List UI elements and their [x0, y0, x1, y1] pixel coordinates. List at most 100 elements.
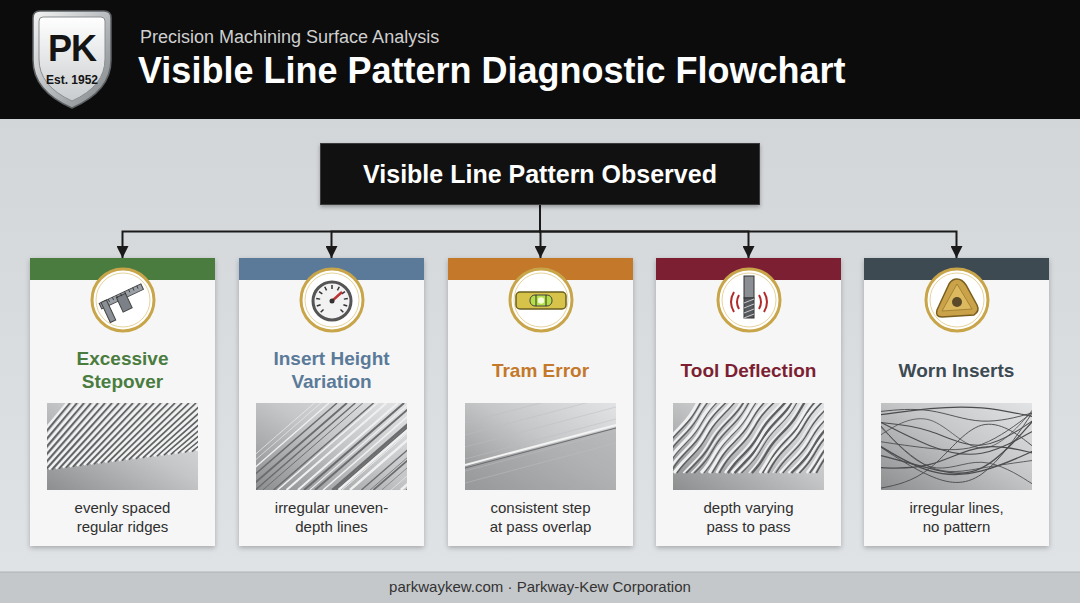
surface-texture	[465, 403, 616, 490]
surface-sample	[881, 403, 1032, 490]
level-body	[516, 292, 566, 309]
card-icon	[922, 265, 992, 335]
surface-texture	[673, 403, 824, 473]
diagnosis-card: Insert Height Variation irregular uneven-…	[239, 258, 424, 546]
caliper-tick	[108, 299, 109, 302]
box-text: Visible Line Pattern Observed	[363, 160, 717, 189]
card-title: Excessive Stepover	[48, 342, 198, 398]
card-title: Insert Height Variation	[249, 342, 414, 398]
gauge-tick	[337, 287, 339, 291]
uneven-line	[278, 403, 378, 490]
card-description: consistent step at pass overlap	[485, 496, 597, 538]
level-bubble	[537, 297, 543, 303]
card-icon	[297, 265, 367, 335]
gauge-tick	[319, 292, 322, 294]
uneven-line	[361, 403, 407, 490]
endmill-shank	[744, 276, 754, 298]
gauge-tick	[324, 287, 326, 291]
caliper-tick	[124, 292, 125, 295]
gauge-tick	[343, 305, 347, 306]
faint-line	[465, 443, 616, 483]
uneven-line	[373, 403, 407, 490]
uneven-line	[315, 403, 407, 490]
random-scratch	[881, 420, 1032, 455]
gauge-tick	[316, 298, 320, 300]
insert-face	[942, 284, 972, 311]
insert-body	[936, 279, 977, 317]
uneven-line	[382, 403, 407, 490]
icon-ring	[510, 269, 572, 331]
endmill-flutes	[744, 298, 754, 318]
card-title: Tram Error	[456, 342, 626, 398]
random-scratch	[881, 418, 1032, 446]
icon-ring	[926, 269, 988, 331]
uneven-line	[332, 403, 407, 490]
gauge-tick	[343, 298, 347, 300]
caliper-tick	[132, 288, 133, 291]
caliper-tick	[136, 286, 137, 289]
uneven-line	[256, 403, 355, 490]
diagnosis-card: Excessive Stepover evenly spaced regular …	[30, 258, 215, 546]
icon-ring-inner	[305, 273, 359, 327]
footer-band	[0, 572, 1080, 603]
caliper-tick	[128, 290, 129, 293]
icon-ring-inner	[930, 273, 984, 327]
gauge-tick	[316, 305, 320, 306]
insert-hole	[952, 297, 962, 307]
gauge-face	[313, 282, 351, 320]
uneven-line	[350, 403, 407, 490]
endmill-flute-line	[744, 309, 754, 313]
caliper-jaw	[101, 300, 116, 322]
card-icon	[88, 265, 158, 335]
gauge-tick	[320, 309, 323, 312]
ridge-light	[196, 403, 198, 451]
text-label: Precision Machining Surface Analysis	[140, 27, 740, 48]
icon-symbol	[313, 282, 351, 320]
text-label: PK	[33, 28, 111, 70]
card-title: Worn Inserts	[869, 342, 1044, 398]
faint-line	[465, 407, 616, 447]
card-description: evenly spaced regular ridges	[53, 496, 193, 538]
uneven-line	[391, 403, 407, 490]
random-scratch	[881, 405, 1032, 448]
diagnosis-card: Tram Error consistent step at pass overla…	[448, 258, 633, 546]
icon-ring-inner	[96, 273, 150, 327]
icon-symbol	[936, 279, 977, 317]
card-description: irregular lines, no pattern	[904, 496, 1010, 538]
ridge-light	[189, 403, 198, 452]
level-mark	[535, 295, 536, 306]
card-title: Tool Deflection	[661, 342, 836, 398]
random-scratch	[881, 416, 1032, 473]
surface-texture	[881, 405, 1032, 489]
random-scratch	[881, 444, 1032, 475]
uneven-line	[401, 403, 407, 490]
ridge-dark	[192, 403, 198, 452]
uneven-line	[274, 403, 374, 490]
caliper-tick	[116, 295, 117, 298]
wavy-ridge-dark	[816, 403, 824, 473]
diagnosis-card: Worn Inserts irregular lines, no pattern	[864, 258, 1049, 546]
faint-line	[465, 431, 616, 471]
surface-texture	[256, 403, 407, 490]
card-description: irregular uneven-depth lines	[257, 496, 407, 538]
icon-symbol	[516, 292, 566, 309]
text-label: parkwaykew.com · Parkway-Kew Corporation	[0, 578, 1080, 595]
faint-line	[465, 403, 616, 435]
vibration-arc	[731, 292, 734, 312]
icon-symbol	[99, 284, 150, 323]
footer-rule	[0, 572, 1080, 573]
vibration-arc	[759, 295, 761, 309]
surface-texture	[47, 403, 198, 475]
surface-base	[465, 403, 616, 490]
logo-shield	[33, 11, 111, 108]
icon-ring	[718, 269, 780, 331]
caliper-slider	[116, 293, 132, 312]
uneven-line	[406, 403, 407, 490]
endmill-flute-line	[744, 314, 754, 318]
caliper-tick	[112, 297, 113, 300]
card-icon	[506, 265, 576, 335]
flow-connector	[540, 205, 957, 258]
card-description: depth varying pass to pass	[691, 496, 806, 538]
caliper-tick	[120, 293, 121, 296]
